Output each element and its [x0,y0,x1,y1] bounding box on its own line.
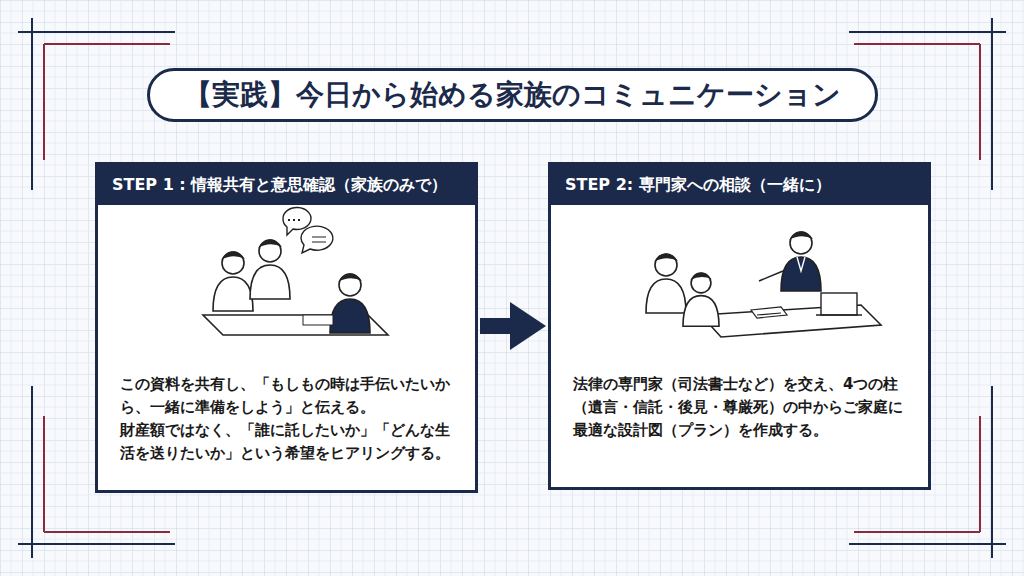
title-pill: 【実践】今日から始める家族のコミュニケーション [147,68,878,122]
step-description: 法律の専門家（司法書士など）を交え、4つの柱（遺言・信託・後見・尊厳死）の中から… [551,373,928,443]
step-box: STEP 1 : 情報共有と意思確認（家族のみで） この資料を共有し、「もしもの時… [95,162,478,493]
step-description: 財産額ではなく、「誰に託したいか」「どんな生活を送りたいか」という希望をヒアリン… [98,419,475,466]
step-header: STEP 1 : 情報共有と意思確認（家族のみで） [98,165,475,205]
step-header: STEP 2: 専門家への相談（一緒に） [551,165,928,205]
illustration [98,165,475,490]
step-box: STEP 2: 専門家への相談（一緒に） 法律の専門家（司法書士など）を交え、4つ… [548,162,931,490]
corner-brackets [18,18,1006,558]
flow-arrow [480,318,518,334]
title: 【実践】今日から始める家族のコミュニケーション [184,76,841,114]
step-description: この資料を共有し、「もしもの時は手伝いたいから、一緒に準備をしよう」と伝える。 [98,373,475,420]
